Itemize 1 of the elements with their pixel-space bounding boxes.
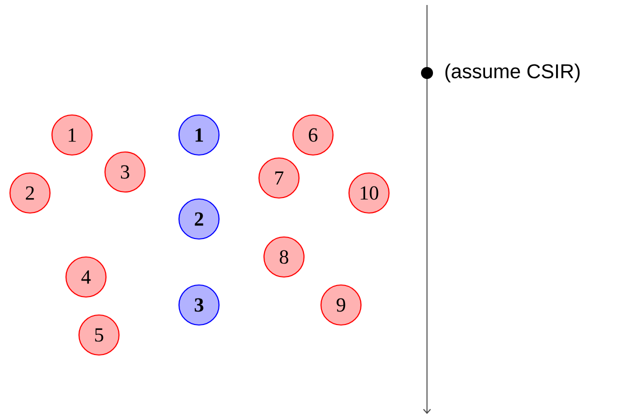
timeline-label: (assume CSIR) xyxy=(445,64,580,82)
